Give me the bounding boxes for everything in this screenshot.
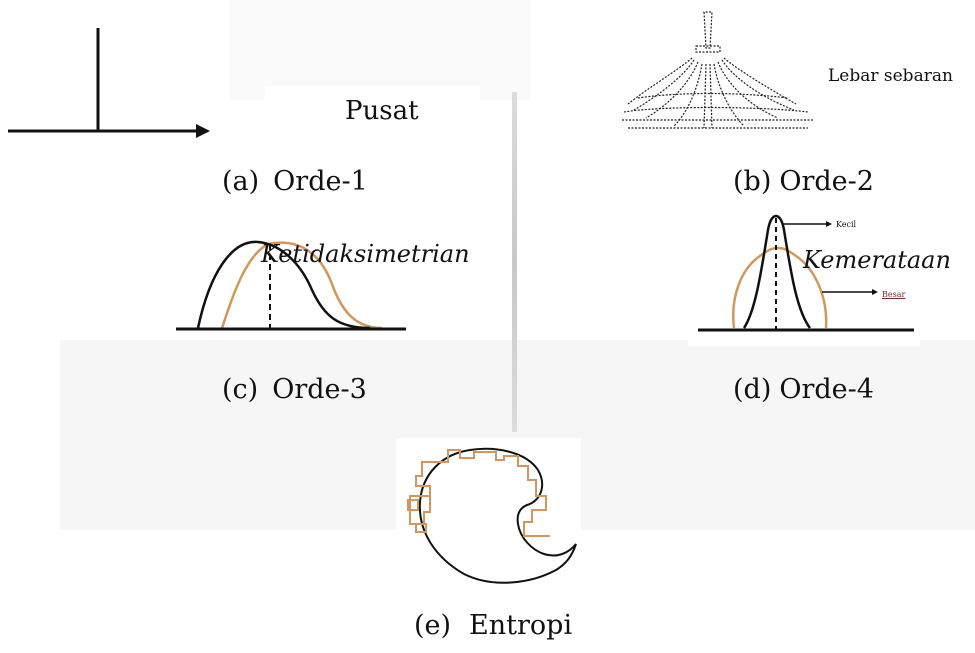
center-divider bbox=[512, 92, 517, 432]
step-outline-orange bbox=[407, 449, 550, 537]
caption-a-text: Orde-1 bbox=[273, 166, 368, 197]
panel-d-kurtosis-diagram bbox=[698, 214, 914, 332]
flat-curve-orange bbox=[732, 246, 828, 329]
caption-e-tag: (e) bbox=[414, 610, 452, 641]
caption-d-text: Orde-4 bbox=[779, 374, 874, 405]
spiral-curve bbox=[418, 447, 577, 584]
caption-d-tag: (d) bbox=[733, 374, 772, 405]
caption-b-text: Orde-2 bbox=[779, 166, 874, 197]
caption-c-text: Orde-3 bbox=[272, 374, 367, 405]
axis-arrowhead bbox=[196, 124, 210, 138]
pusat-label-box bbox=[265, 86, 480, 144]
besar-label: Besar bbox=[882, 290, 906, 299]
caption-e: (e) Entropi bbox=[414, 610, 572, 641]
skewed-curve-black bbox=[196, 240, 371, 330]
ketidaksimetrian-label: Ketidaksimetrian bbox=[261, 240, 470, 268]
pusat-label: Pusat bbox=[345, 96, 419, 126]
caption-e-text: Entropi bbox=[469, 610, 573, 641]
panel-d-background bbox=[688, 206, 920, 346]
caption-b: (b)Orde-2 bbox=[733, 166, 874, 197]
caption-c: (c) Orde-3 bbox=[222, 374, 367, 405]
caption-a-tag: (a) bbox=[222, 166, 260, 197]
caption-c-tag: (c) bbox=[222, 374, 259, 405]
panel-c-background bbox=[147, 228, 447, 340]
kecil-label: Kecil bbox=[836, 220, 857, 229]
panel-a-axis-diagram bbox=[8, 28, 210, 138]
panel-b-spread-diagram bbox=[622, 11, 814, 129]
peaked-curve-black bbox=[742, 214, 812, 329]
kecil-arrowhead bbox=[826, 221, 832, 227]
watermark-band-top bbox=[230, 0, 530, 100]
kemerataan-label: Kemerataan bbox=[803, 246, 951, 274]
spread-peak bbox=[703, 11, 713, 49]
panel-e-entropy-diagram bbox=[407, 447, 577, 584]
caption-b-tag: (b) bbox=[733, 166, 772, 197]
caption-a: (a) Orde-1 bbox=[222, 166, 368, 197]
lebar-sebaran-label: Lebar sebaran bbox=[828, 66, 953, 86]
skewed-curve-orange bbox=[220, 241, 383, 330]
besar-arrowhead bbox=[872, 289, 878, 295]
panel-c-skew-diagram bbox=[176, 240, 406, 331]
caption-d: (d)Orde-4 bbox=[733, 374, 874, 405]
